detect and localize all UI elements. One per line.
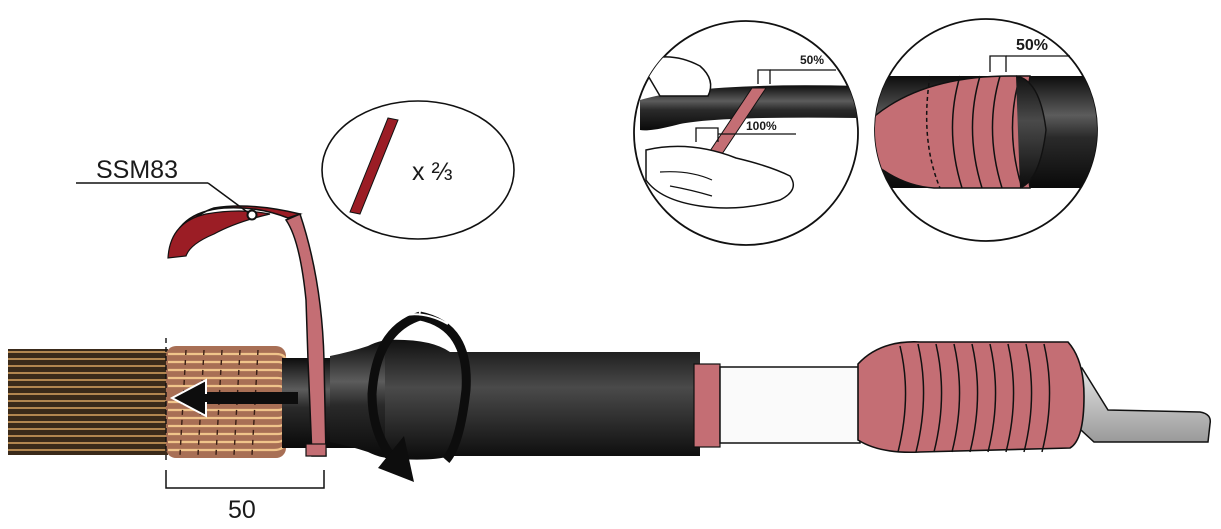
tape-fraction-inset: x ⅔ [322, 101, 514, 239]
conductor-strands [8, 349, 168, 455]
tape-band [694, 364, 720, 447]
overlap-detail-inset: 50% [870, 19, 1110, 241]
length-label: 50 [228, 496, 256, 524]
length-dimension: 50 [166, 470, 324, 524]
overlap-half-small-label: 50% [800, 53, 824, 67]
tape-code-label: SSM83 [96, 156, 178, 184]
hand-wrapping-inset: 50% 100% [634, 21, 860, 245]
multiplier-label: x ⅔ [412, 158, 452, 186]
cable-lug [1068, 368, 1210, 442]
overlap-half-large-label: 50% [1016, 37, 1048, 54]
insulation-section [720, 367, 860, 443]
overlap-full-label: 100% [746, 119, 777, 133]
tape-label-callout: SSM83 [76, 156, 257, 220]
overlapped-tape-wrap [858, 342, 1084, 452]
